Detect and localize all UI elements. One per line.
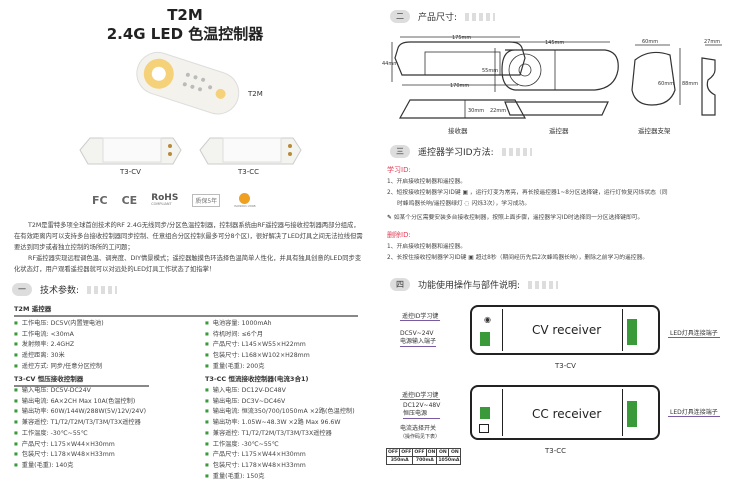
page-title: 2.4G LED 色温控制器 [106, 25, 264, 43]
remote-label: T2M [248, 90, 263, 98]
cc-id-key-label: 遥控ID学习键 [400, 392, 441, 400]
section-specs-heading: 一技术参数: [12, 283, 118, 296]
cc-switch-label: 电流选择开关（操作码见下表） [400, 425, 441, 440]
t3-cc-spec-list: 输入电压: DC12V-DC48V输出电压: DC3V~DC46V输出电流: 恒… [205, 385, 355, 481]
section-function-heading: 四功能使用操作与部件说明: [390, 278, 559, 291]
model-title: T2M [167, 6, 203, 24]
power-terminal [480, 407, 490, 419]
dim-recv-length: 175mm [452, 35, 471, 41]
iso-logo: ISO9001:2008 [234, 193, 256, 208]
dim-holder-width: 60mm [642, 39, 658, 45]
learn-step-2: 2、短按接收控制器学习ID键 ▣ ，运行灯变为常亮，再长按遥控器1~8分区选择键… [387, 190, 668, 196]
dim-holder-height: 60mm [658, 81, 674, 87]
led-terminal [627, 319, 637, 345]
learn-step-1: 1、开启接收控制器和遥控器。 [387, 179, 467, 185]
t2m-spec-left: 工作电压: DC5V(内置锂电池)工作电流: <30mA发射频率: 2.4GHZ… [14, 318, 104, 372]
cc-receiver-text: CC receiver [532, 407, 602, 421]
dim-recv-width: 44mm [382, 61, 398, 67]
cc-receiver-box: CC receiver [470, 385, 660, 440]
intro-paragraph-2: RF遥控器实现远程调色温、调亮度、DIY情景模式；遥控器触摸色环选择色温简单人性… [14, 255, 362, 273]
delete-step-2: 2、长按住接收控制器学习ID键 ▣ 超过8秒（期间经历先后2次蜂鸣器长响），删除… [387, 255, 649, 261]
cv-name: T3-CV [555, 362, 576, 370]
dim-holder-depth: 27mm [704, 39, 720, 45]
dim-holder-height2: 88mm [682, 81, 698, 87]
dim-remote-length: 145mm [545, 40, 564, 46]
cv-id-key-label: 遥控ID学习键 [400, 313, 441, 321]
intro-paragraph-1: T2M是雷特多项全球首创技术的RF 2.4G无线同步/分区色温控制器，控制器系统… [14, 222, 363, 251]
t3-cv-image [79, 137, 182, 165]
dim-remote-height: 22mm [490, 108, 506, 114]
section-learn-id-heading: 三遥控器学习ID方法: [390, 145, 532, 158]
t3-cc-label: T3-CC [238, 168, 260, 176]
delete-id-title: 删除ID: [387, 231, 411, 239]
learn-id-title: 学习ID: [387, 166, 411, 174]
t3-cc-spec-title: T3-CC 恒流接收控制器(电流3合1) [205, 375, 309, 383]
current-dip-switch[interactable] [479, 424, 489, 433]
dim-remote-width: 55mm [482, 68, 498, 74]
dimension-drawings: 175mm 44mm 170mm 30mm 145mm 55mm 22mm 60… [382, 35, 722, 119]
fcc-logo: FC [92, 194, 108, 207]
t2m-spec-title: T2M 遥控器 [14, 303, 358, 317]
delete-step-1: 1、开启接收控制器和遥控器。 [387, 244, 467, 250]
remote-drawing-label: 遥控器 [549, 127, 569, 135]
led-terminal [627, 401, 637, 427]
note-icon: ✎ [387, 215, 392, 221]
warranty-badge: 质保5年 [192, 194, 221, 207]
recv-drawing-label: 接收器 [448, 127, 468, 135]
cc-name: T3-CC [545, 447, 567, 455]
cv-receiver-text: CV receiver [532, 323, 602, 337]
t3-cc-image [199, 137, 302, 165]
learn-note: ✎ 如某个分区需要安装多台接收控制器，按照上面步骤，遥控器学习ID时选择同一分区… [387, 215, 644, 221]
cv-receiver-box: ◉ CV receiver [470, 305, 660, 355]
t3-cv-label: T3-CV [120, 168, 141, 176]
holder-drawing-label: 遥控器支架 [638, 127, 671, 135]
dim-recv-length2: 170mm [450, 83, 469, 89]
id-learn-button[interactable]: ◉ [484, 315, 491, 324]
dim-recv-height: 30mm [468, 108, 484, 114]
t2m-spec-right: 电池容量: 1000mAh待机时间: ≤6个月产品尺寸: L145×W55×H2… [205, 318, 310, 372]
learn-step-2-cont: 时蜂鸣器长响/遥控器绿灯 ◌ 闪烁3次），学习成功。 [397, 201, 531, 207]
ce-logo: CE [121, 194, 138, 207]
cc-led-terminal-label: LED灯具连接端子 [668, 409, 720, 417]
cv-led-terminal-label: LED灯具连接端子 [668, 330, 720, 338]
t3-cv-spec-list: 输入电压: DC5V-DC24V输出电流: 6A×2CH Max 10A(色温控… [14, 385, 146, 471]
remote-image [136, 51, 240, 115]
power-terminal [480, 332, 490, 346]
section-dimensions-heading: 二产品尺寸: [390, 10, 496, 23]
